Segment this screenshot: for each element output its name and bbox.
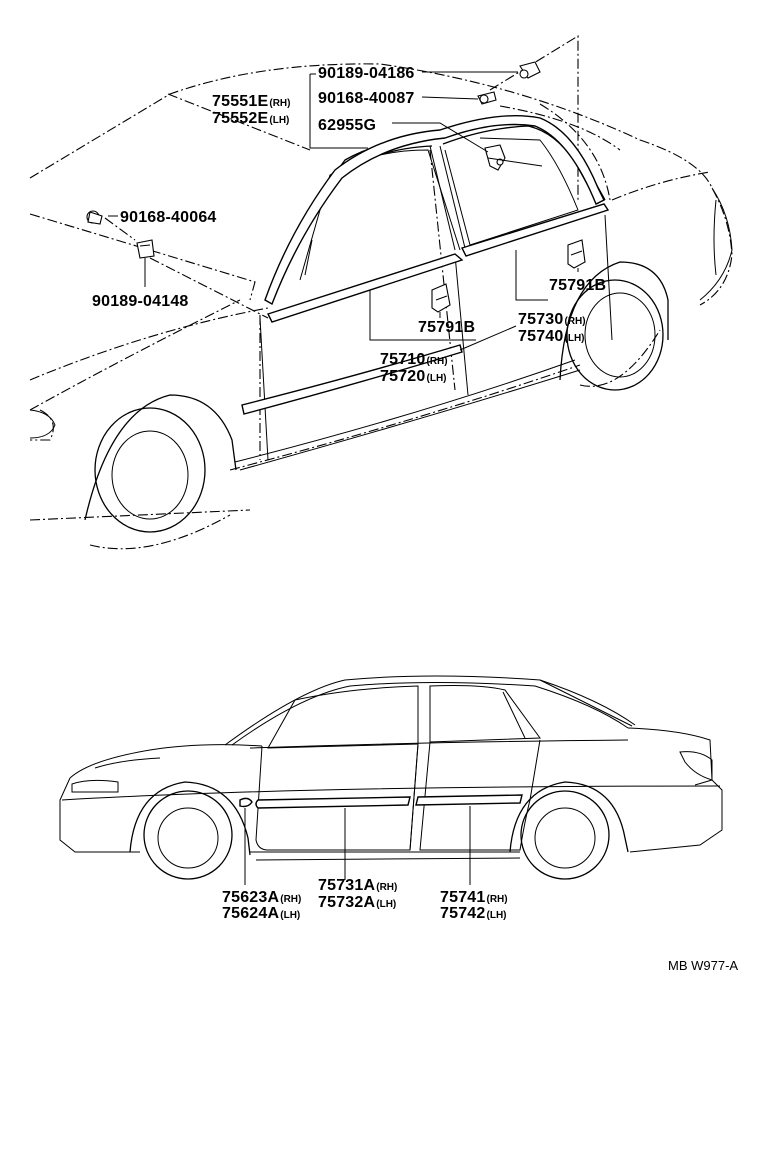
car-perspective-drawing <box>29 35 733 550</box>
figure-code: MB W977-A <box>668 958 738 973</box>
top-labels: 90189-04186 90168-40087 75551E(RH) 75552… <box>92 65 606 385</box>
clip-75791b-front-part <box>431 283 451 313</box>
label-75624a-lh: 75624A(LH) <box>222 905 300 922</box>
clip-62955g-part <box>484 144 506 171</box>
label-62955g: 62955G <box>318 117 376 134</box>
label-75730-rh: 75730(RH) <box>518 311 586 328</box>
label-75740-lh: 75740(LH) <box>518 328 585 345</box>
screw-90189-04186-part <box>519 61 541 79</box>
label-75742-lh: 75742(LH) <box>440 905 507 922</box>
screw-90168-40087-part <box>477 91 497 105</box>
label-75791b-front: 75791B <box>418 319 475 336</box>
car-side-drawing <box>59 675 723 885</box>
label-75552e-lh: 75552E(LH) <box>212 110 289 127</box>
clip-75791b-rear-part <box>567 239 586 269</box>
label-75623a-rh: 75623A(RH) <box>222 889 301 906</box>
label-90168-40087: 90168-40087 <box>318 90 415 107</box>
label-90168-40064: 90168-40064 <box>120 209 217 226</box>
label-75732a-lh: 75732A(LH) <box>318 894 396 911</box>
label-75741-rh: 75741(RH) <box>440 889 508 906</box>
label-75791b-rear: 75791B <box>549 277 606 294</box>
screw-90168-40064-part <box>86 210 103 225</box>
clip-90189-04148-part <box>136 239 155 259</box>
label-75720-lh: 75720(LH) <box>380 368 447 385</box>
side-labels: 75623A(RH) 75624A(LH) 75731A(RH) 75732A(… <box>222 877 508 922</box>
label-90189-04186: 90189-04186 <box>318 65 415 82</box>
label-90189-04148: 90189-04148 <box>92 293 189 310</box>
label-75551e-rh: 75551E(RH) <box>212 93 290 110</box>
label-75710-rh: 75710(RH) <box>380 351 448 368</box>
label-75731a-rh: 75731A(RH) <box>318 877 397 894</box>
